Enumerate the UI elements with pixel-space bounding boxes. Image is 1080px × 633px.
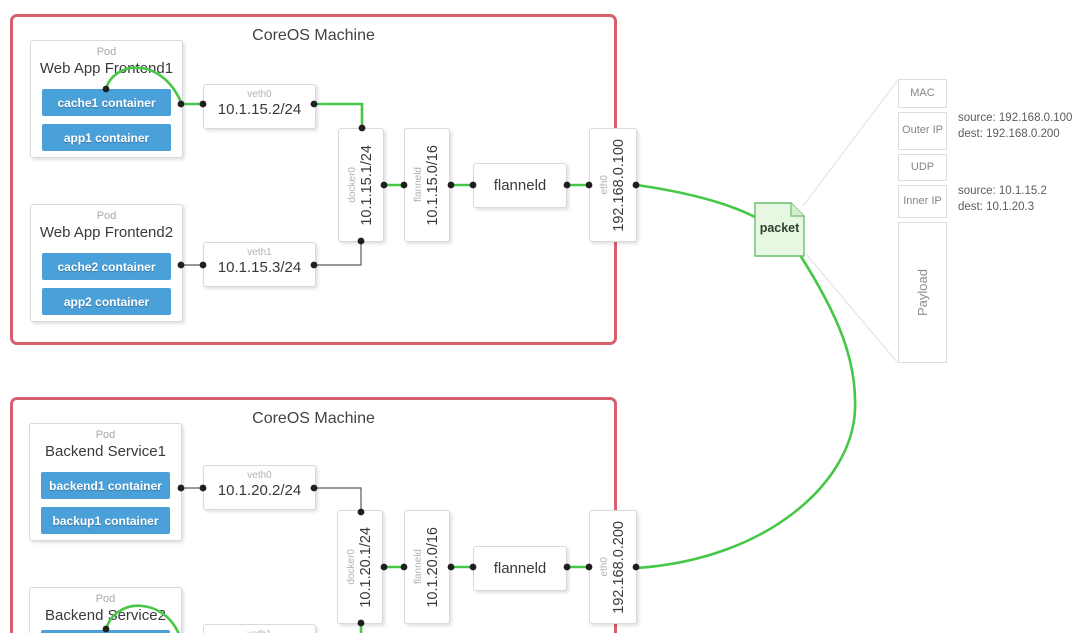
pod1-name: Web App Frontend1 <box>39 60 174 77</box>
veth1-machine2: veth1 <box>203 624 316 633</box>
eth0-ip: 192.168.0.100 <box>611 138 627 232</box>
packet-section-outer-ip: Outer IP <box>898 112 947 150</box>
eth0-machine2: eth0 192.168.0.200 <box>589 510 637 624</box>
veth0-label: veth0 <box>247 470 272 481</box>
docker0-label: docker0 <box>347 167 358 203</box>
pod-backend-service1: Pod Backend Service1 backend1 container … <box>29 423 182 541</box>
inner-ip-source: source: 10.1.15.2 <box>958 185 1047 197</box>
flannel0-ip: 10.1.20.0/16 <box>425 526 441 608</box>
flannel0-machine2: flanneld 10.1.20.0/16 <box>404 510 450 624</box>
container-app2: app2 container <box>42 288 171 315</box>
pod-web-app-frontend1: Pod Web App Frontend1 cache1 container a… <box>30 40 183 158</box>
pod2-name: Web App Frontend2 <box>39 224 174 241</box>
veth0-ip: 10.1.15.2/24 <box>217 101 302 118</box>
container-backend1: backend1 container <box>41 472 170 499</box>
packet-section-inner-ip: Inner IP <box>898 185 947 218</box>
flanneld-label: flanneld <box>493 560 547 577</box>
explode-lines <box>802 79 899 363</box>
flannel0-label: flanneld <box>413 167 424 203</box>
eth0-label: eth0 <box>599 175 610 195</box>
docker0-label: docker0 <box>346 549 357 585</box>
inner-ip-dest: dest: 10.1.20.3 <box>958 200 1035 213</box>
veth1-ip: 10.1.15.3/24 <box>217 259 302 276</box>
container-cache2: cache2 container <box>42 253 171 280</box>
flannel0-label: flanneld <box>413 549 424 585</box>
pod1-tag: Pod <box>96 46 117 58</box>
docker0-machine2: docker0 10.1.20.1/24 <box>337 510 383 624</box>
packet-label: packet <box>759 221 800 235</box>
veth0-machine1: veth0 10.1.15.2/24 <box>203 84 316 129</box>
flannel0-machine1: flanneld 10.1.15.0/16 <box>404 128 450 242</box>
pod4-tag: Pod <box>95 593 116 605</box>
veth1-label: veth1 <box>204 629 315 633</box>
flanneld-label: flanneld <box>493 177 547 194</box>
flannel0-ip: 10.1.15.0/16 <box>425 144 441 226</box>
veth0-ip: 10.1.20.2/24 <box>217 482 302 499</box>
veth1-label: veth1 <box>247 247 272 258</box>
packet-section-mac: MAC <box>898 79 947 108</box>
container-cache1: cache1 container <box>42 89 171 116</box>
veth0-machine2: veth0 10.1.20.2/24 <box>203 465 316 510</box>
flanneld-daemon-machine2: flanneld <box>473 546 567 591</box>
pod3-tag: Pod <box>95 429 116 441</box>
docker0-ip: 10.1.20.1/24 <box>358 526 374 608</box>
veth1-machine1: veth1 10.1.15.3/24 <box>203 242 316 287</box>
eth0-machine1: eth0 192.168.0.100 <box>589 128 637 242</box>
outer-ip-addresses: source: 192.168.0.100 dest: 192.168.0.20… <box>958 111 1072 142</box>
pod4-name: Backend Service2 <box>45 607 166 624</box>
docker0-machine1: docker0 10.1.15.1/24 <box>338 128 384 242</box>
pod3-name: Backend Service1 <box>45 443 166 460</box>
pod-backend-service2: Pod Backend Service2 <box>29 587 182 633</box>
veth0-label: veth0 <box>247 89 272 100</box>
container-app1: app1 container <box>42 124 171 151</box>
pod2-tag: Pod <box>96 210 117 222</box>
inner-ip-addresses: source: 10.1.15.2 dest: 10.1.20.3 <box>958 184 1047 215</box>
outer-ip-source: source: 192.168.0.100 <box>958 112 1073 124</box>
machine2-title: CoreOS Machine <box>252 410 375 427</box>
eth0-label: eth0 <box>599 557 610 577</box>
packet-note: packet <box>754 202 805 257</box>
container-backup1: backup1 container <box>41 507 170 534</box>
pod-web-app-frontend2: Pod Web App Frontend2 cache2 container a… <box>30 204 183 322</box>
docker0-ip: 10.1.15.1/24 <box>359 144 375 226</box>
flanneld-daemon-machine1: flanneld <box>473 163 567 208</box>
packet-section-udp: UDP <box>898 154 947 181</box>
machine1-title: CoreOS Machine <box>252 27 375 44</box>
packet-section-payload: Payload <box>898 222 947 363</box>
eth0-ip: 192.168.0.200 <box>611 520 627 614</box>
outer-ip-dest: dest: 192.168.0.200 <box>958 127 1060 140</box>
